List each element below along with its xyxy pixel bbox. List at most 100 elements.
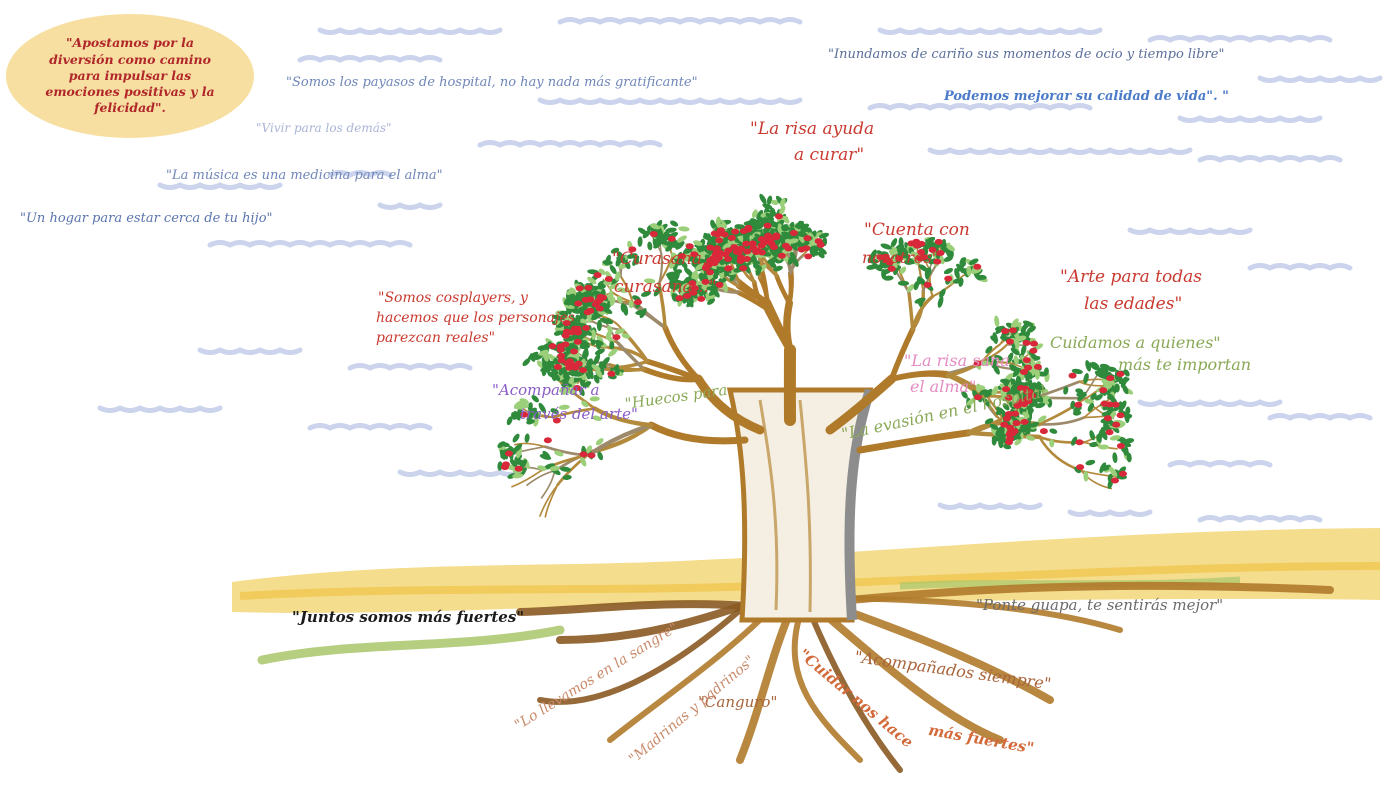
sky-stroke (1267, 413, 1373, 421)
fruit (612, 334, 621, 341)
leaf (797, 220, 804, 230)
leaf (559, 310, 568, 316)
leaf (647, 241, 653, 251)
leaf (665, 227, 677, 233)
branch (594, 332, 620, 345)
leaf (1101, 378, 1110, 386)
leaf (818, 232, 830, 239)
leaf (959, 257, 967, 265)
leaf (1010, 347, 1020, 356)
branch (631, 303, 667, 330)
leaf (695, 263, 705, 271)
leaf (543, 463, 556, 470)
branch (981, 343, 1008, 363)
leaf (537, 465, 547, 471)
root (516, 600, 754, 616)
leaf (596, 319, 602, 332)
fruit (504, 450, 513, 457)
fruit (1118, 470, 1127, 477)
leaf (1089, 441, 1099, 448)
leaf (889, 249, 899, 256)
leaf (995, 409, 1004, 416)
leaf (1087, 402, 1095, 412)
fruit (553, 363, 562, 370)
leaf (564, 316, 574, 322)
leaf (968, 258, 979, 265)
leaf (1096, 434, 1102, 443)
leaf (609, 341, 615, 350)
leaf (1012, 368, 1021, 378)
leaf (581, 400, 589, 408)
leaf (587, 290, 594, 299)
quote-risa-sana-2: el alma" (910, 377, 977, 396)
leaf (707, 298, 716, 305)
quote-cosplayers-2: hacemos que los personajes (376, 310, 575, 326)
branch (551, 407, 597, 419)
leaf (669, 260, 676, 269)
leaf (1101, 429, 1108, 441)
branch (641, 366, 702, 383)
leaf (756, 209, 764, 220)
leaf (769, 249, 779, 258)
leaf (628, 300, 634, 309)
leaf (1099, 462, 1107, 474)
branch (514, 442, 546, 448)
root (791, 612, 863, 763)
leaf (497, 461, 503, 471)
fruit (1021, 385, 1030, 392)
leaf (670, 252, 678, 260)
fruit (573, 338, 582, 345)
fruit (920, 254, 929, 261)
leaf (680, 260, 688, 269)
quote-curasana-1: "Curasana, (612, 249, 708, 269)
fruit (578, 367, 587, 374)
leaf (1070, 400, 1076, 410)
leaf (759, 193, 767, 205)
leaf (506, 416, 513, 426)
leaf (637, 236, 643, 247)
leaf (1072, 410, 1082, 416)
quote-acompanar-1: "Acompañar a (492, 381, 600, 399)
leaf (722, 281, 728, 293)
fruit (707, 259, 716, 266)
fruit (1075, 439, 1084, 446)
leaf (943, 268, 954, 275)
fruit (1100, 400, 1109, 407)
trunk-line (798, 399, 812, 613)
leaf (880, 243, 892, 250)
leaf (984, 418, 994, 425)
fruit (876, 254, 885, 261)
leaf (897, 280, 910, 286)
leaf (607, 325, 613, 334)
leaf (512, 443, 523, 453)
fruit (1001, 328, 1010, 335)
leaf (1049, 428, 1058, 434)
leaf (1034, 368, 1040, 380)
quote-cosplayers-1: "Somos cosplayers, y (378, 290, 528, 306)
fruit (1011, 410, 1020, 417)
leaf (769, 261, 777, 269)
fruit (552, 417, 561, 424)
fruit (705, 269, 714, 276)
leaf (1034, 343, 1044, 350)
sky-stroke (1167, 460, 1273, 468)
leaf (550, 408, 559, 414)
leaf (595, 438, 604, 446)
leaf (918, 297, 924, 307)
fruit (1068, 372, 1077, 379)
fruit (732, 248, 741, 255)
leaf (614, 366, 620, 376)
fruit (774, 213, 783, 220)
leaf (1000, 378, 1011, 384)
fruit (1002, 386, 1011, 393)
leaf (989, 423, 999, 430)
fruit (1020, 368, 1029, 375)
fruit (1029, 340, 1038, 347)
leaf (519, 398, 529, 405)
leaf (975, 385, 986, 391)
fruit (520, 411, 529, 418)
leaf (605, 318, 614, 325)
leaf (1114, 383, 1120, 393)
branch (907, 291, 915, 332)
leaf (710, 219, 716, 229)
